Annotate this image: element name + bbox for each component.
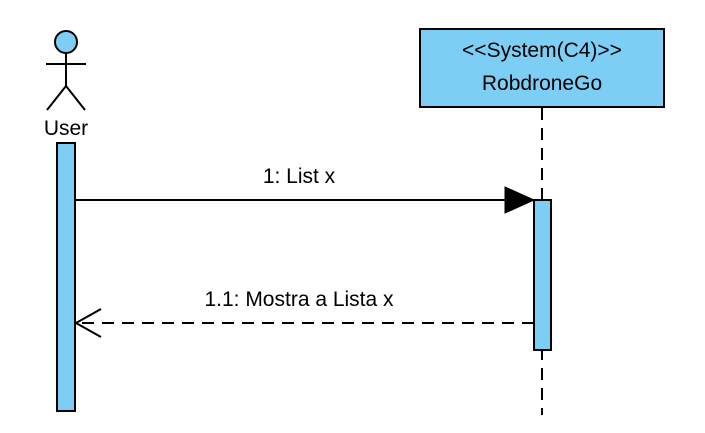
actor-user[interactable]: User — [44, 30, 88, 140]
actor-head — [54, 30, 78, 54]
open-arrowhead-icon — [73, 308, 102, 338]
system-lifeline-header[interactable]: <<System(C4)>> RobdroneGo — [419, 28, 665, 108]
message-return[interactable]: 1.1: Mostra a Lista x — [73, 288, 534, 338]
system-stereotype: <<System(C4)>> — [462, 39, 622, 62]
user-activation-bar — [56, 142, 76, 412]
message-return-label: 1.1: Mostra a Lista x — [204, 288, 394, 311]
actor-left-leg — [46, 85, 67, 111]
message-list-label: 1: List x — [263, 165, 336, 188]
system-activation-bar — [533, 199, 552, 351]
filled-arrowhead-icon — [504, 186, 536, 214]
actor-label: User — [44, 117, 88, 140]
actor-right-leg — [65, 85, 86, 111]
message-list[interactable]: 1: List x — [75, 165, 536, 214]
system-name: RobdroneGo — [482, 72, 602, 95]
system-box — [419, 28, 665, 108]
